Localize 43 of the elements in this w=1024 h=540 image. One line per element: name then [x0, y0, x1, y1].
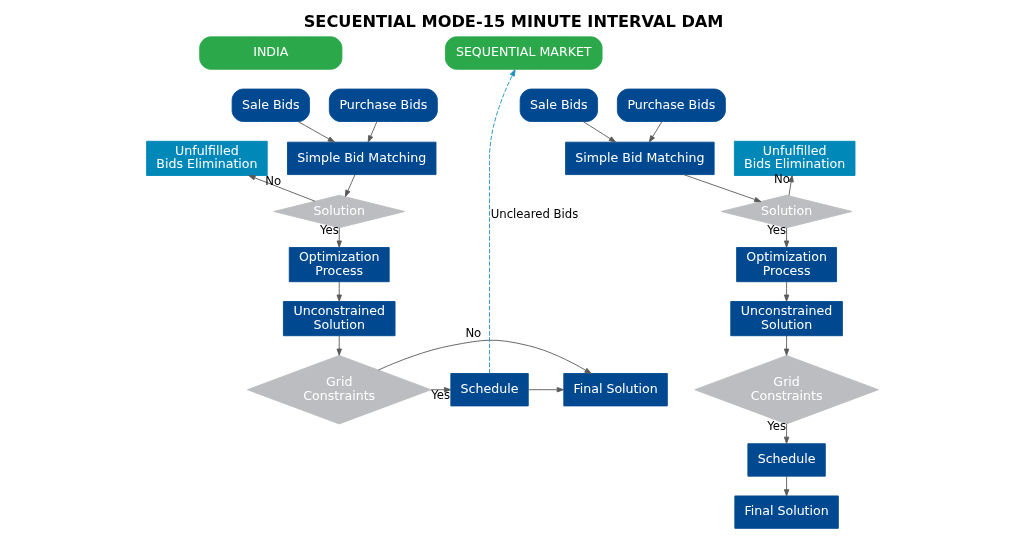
- arrow: [788, 175, 794, 197]
- node-box: Schedule: [449, 373, 529, 407]
- arrow: [682, 174, 761, 203]
- diagram-title: SECUENTIAL MODE-15 MINUTE INTERVAL DAM: [303, 12, 723, 32]
- arrow: [783, 475, 789, 497]
- arrow: [336, 227, 342, 248]
- node-box: Sale Bids: [231, 88, 310, 122]
- arrow: [783, 335, 789, 356]
- arrow: [377, 339, 592, 374]
- arrow: [367, 121, 377, 143]
- node-box: Final Solution: [562, 373, 668, 407]
- edge-label: No: [264, 174, 281, 189]
- node-box: Final Solution: [733, 495, 839, 529]
- node-box: Purchase Bids: [328, 88, 438, 122]
- node-box: Purchase Bids: [616, 88, 726, 122]
- node-box: Simple Bid Matching: [286, 141, 436, 176]
- arrow: [344, 174, 355, 198]
- arrow: [336, 335, 342, 356]
- node-box: Unconstrained Solution: [282, 301, 395, 337]
- edge-label: Uncleared Bids: [490, 207, 578, 222]
- node-box: Schedule: [746, 443, 826, 477]
- arrow: [527, 387, 564, 393]
- node-box: Optimization Process: [288, 247, 390, 283]
- node-diamond: Grid Constraints: [246, 355, 431, 425]
- arrow: [582, 121, 616, 143]
- edge-label: Yes: [430, 388, 450, 403]
- node-box: INDIA: [198, 36, 342, 70]
- arrow: [336, 281, 342, 302]
- node-box: SEQUENTIAL MARKET: [444, 36, 602, 70]
- node-box: Simple Bid Matching: [564, 141, 715, 176]
- arrow: [783, 423, 789, 444]
- arrow: [247, 175, 315, 202]
- node-box: Sale Bids: [519, 88, 598, 122]
- arrow: [783, 281, 789, 302]
- arrow: [783, 227, 789, 248]
- edge-label: No: [464, 326, 481, 341]
- arrow: [648, 121, 662, 143]
- arrow: [488, 69, 516, 374]
- arrow: [430, 387, 451, 393]
- node-box: Unconstrained Solution: [729, 301, 843, 337]
- arrow: [297, 121, 335, 143]
- node-box: Unfulfilled Bids Elimination: [145, 140, 268, 176]
- node-box: Optimization Process: [735, 247, 837, 283]
